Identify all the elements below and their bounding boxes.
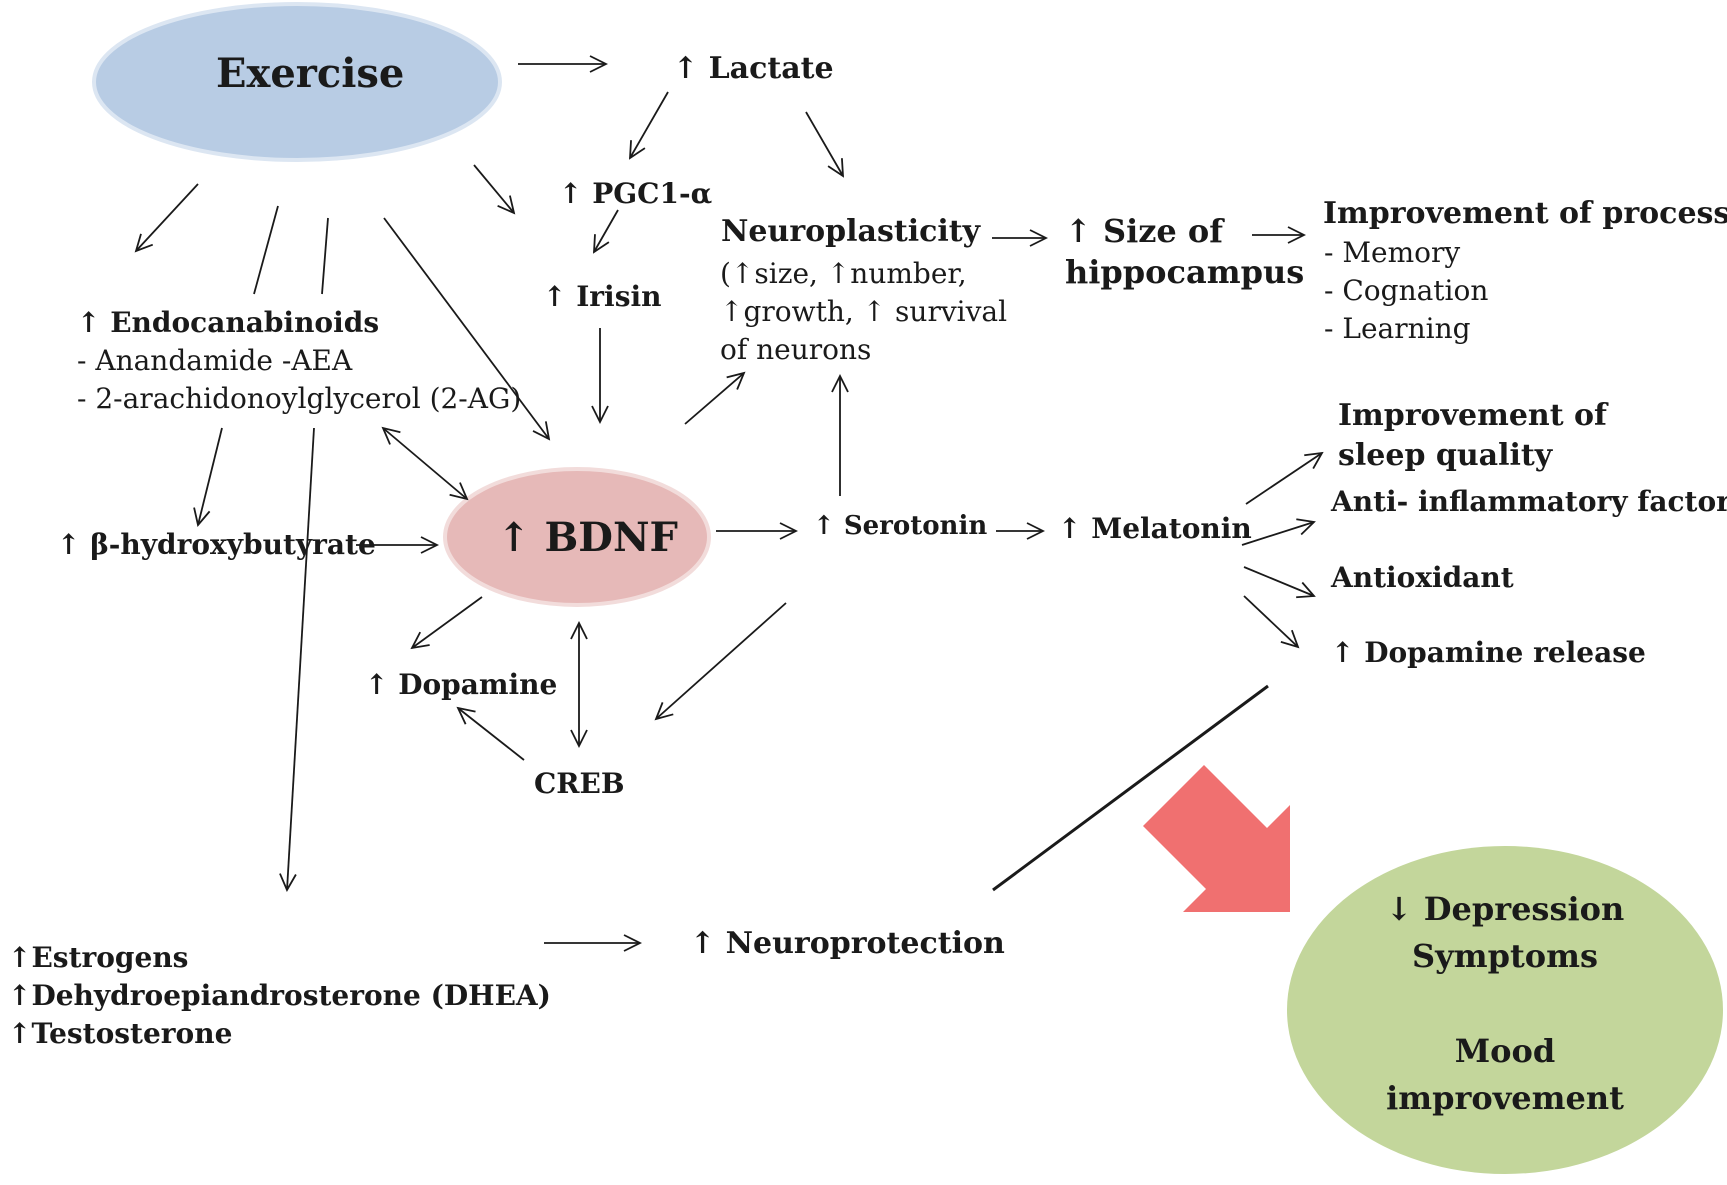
big-arrow [1143,765,1290,912]
lactate-label: ↑ Lactate [673,51,834,86]
arrow-endocannabinoids-bdnf [383,428,467,499]
connector-line [992,684,1269,892]
arrow-exercise-pgc1a [473,164,514,213]
pgc1a-label: ↑ PGC1-α [559,177,713,210]
arrow-exercise-bdnf [383,217,549,439]
arrow-melatonin-dopamine-release [1243,595,1298,647]
arrow-endocannabinoids-hormones [287,427,315,890]
serotonin-label: ↑ Serotonin [813,511,988,541]
arrow-bdnf-dopamine [412,596,483,648]
sleep-quality-label-2: sleep quality [1338,438,1553,473]
hormone-testosterone: ↑Testosterone [8,1017,233,1050]
hippocampus-label-2: hippocampus [1065,253,1305,291]
melatonin-label: ↑ Melatonin [1058,512,1252,545]
bdnf-ellipse [443,467,711,607]
line-exercise-endo-1 [253,205,279,295]
arrow-creb-dopamine [458,708,525,761]
hydroxybutyrate-label: ↑ β-hydroxybutyrate [57,528,376,561]
hippocampus-label-1: ↑ Size of [1065,212,1223,250]
process-item: - Cognation [1324,274,1489,307]
improvement-processes-list: - Memory - Cognation - Learning [1324,234,1488,348]
endocannabinoid-item: - 2-arachidonoylglycerol (2-AG) [77,382,522,415]
arrow-exercise-endocannabinoids [136,183,199,251]
hormone-dhea: ↑Dehydroepiandrosterone (DHEA) [8,979,551,1012]
antioxidant-label: Antioxidant [1331,561,1514,594]
dopamine-release-label: ↑ Dopamine release [1331,636,1646,669]
outcome-depression: ↓ Depression [1385,890,1625,928]
arrow-melatonin-antiinflammatory [1241,522,1314,546]
outcome-ellipse [1287,846,1723,1174]
irisin-label: ↑ Irisin [543,280,662,313]
endocannabinoids-list: - Anandamide -AEA - 2-arachidonoylglycer… [77,342,521,418]
improvement-processes-title: Improvement of processes [1323,196,1727,231]
neuroplasticity-line: of neurons [720,333,872,366]
process-item: - Memory [1324,236,1461,269]
arrow-bdnf-neuroplasticity [684,373,744,425]
dopamine-label: ↑ Dopamine [365,668,558,701]
endocannabinoids-title: ↑ Endocanabinoids [77,306,380,339]
line-exercise-endo-2 [321,217,329,295]
arrow-lactate-pgc1a [630,91,669,158]
process-item: - Learning [1324,312,1471,345]
arrow-pgc1a-irisin [594,209,619,252]
neuroplasticity-title: Neuroplasticity [721,214,981,249]
neuroplasticity-line: ↑growth, ↑ survival [720,295,1008,328]
exercise-label: Exercise [216,50,405,97]
endocannabinoid-item: - Anandamide -AEA [77,344,353,377]
neuroplasticity-line: (↑size, ↑number, [720,257,967,290]
arrow-serotonin-creb [656,602,787,719]
sleep-quality-label-1: Improvement of [1338,398,1607,433]
arrow-melatonin-sleep [1245,453,1322,505]
creb-label: CREB [534,767,625,800]
neuroprotection-label: ↑ Neuroprotection [690,926,1005,961]
outcome-improvement: improvement [1386,1079,1624,1117]
outcome-mood: Mood [1454,1032,1556,1070]
hormone-estrogens: ↑Estrogens [8,941,189,974]
arrow-lactate-neuroplasticity [805,111,843,176]
exercise-ellipse [92,2,502,162]
outcome-symptoms: Symptoms [1412,937,1598,975]
neuroplasticity-details: (↑size, ↑number, ↑growth, ↑ survival of … [720,255,1007,369]
anti-inflammatory-label: Anti- inflammatory factor [1331,485,1727,518]
arrow-melatonin-antioxidant [1243,566,1314,596]
bdnf-label: ↑ BDNF [497,514,678,561]
arrow-endocannabinoids-hydroxybutyrate [198,427,223,525]
